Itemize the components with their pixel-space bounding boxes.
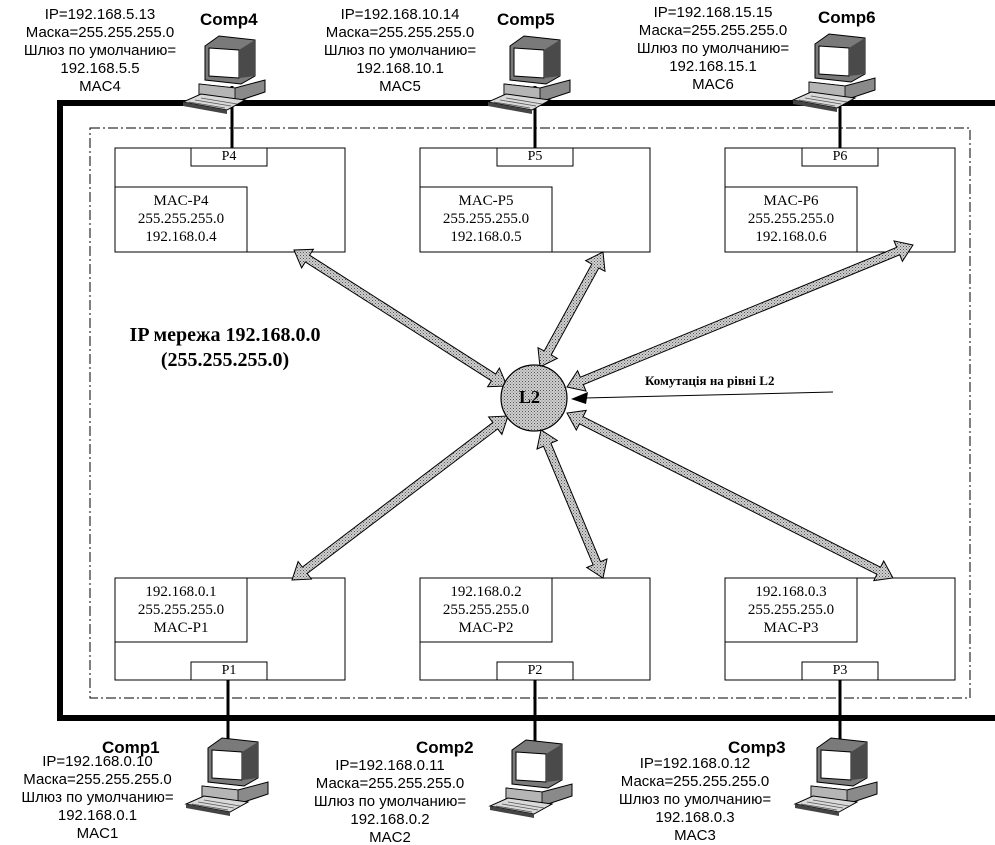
comp3-details: IP=192.168.0.12 Маска=255.255.255.0 Шлюз… <box>595 755 795 845</box>
comp-detail-line: IP=192.168.0.11 <box>335 757 445 774</box>
hub-label: L2 <box>519 387 541 407</box>
comp-detail-line: Шлюз по умолчанию= <box>618 791 772 808</box>
link-arrow-p6 <box>566 240 914 392</box>
comp-detail-line: MAC5 <box>379 78 421 95</box>
port-info-line: 192.168.0.2 <box>450 584 522 600</box>
comp1-details: IP=192.168.0.10 Маска=255.255.255.0 Шлюз… <box>0 753 195 843</box>
port-info-line: 255.255.255.0 <box>137 602 225 618</box>
comp3-name: Comp3 <box>728 738 786 757</box>
port-info-line: 255.255.255.0 <box>137 211 225 227</box>
link-arrow-p3 <box>566 409 894 582</box>
port-label-p5: P5 <box>527 149 543 164</box>
network-title: IP мережа 192.168.0.0 (255.255.255.0) <box>95 323 355 373</box>
comp2-name: Comp2 <box>416 738 474 757</box>
link-arrow-p2 <box>536 429 608 579</box>
port-info-line: MAC-P4 <box>153 193 209 209</box>
comp-detail-line: Шлюз по умолчанию= <box>21 789 174 806</box>
port-info-p1: 192.168.0.1 255.255.255.0 MAC-P1 <box>115 583 247 637</box>
comp-detail-line: IP=192.168.10.14 <box>340 6 460 23</box>
network-title-line2: (255.255.255.0) <box>160 349 290 371</box>
port-info-p4: MAC-P4 255.255.255.0 192.168.0.4 <box>115 192 247 246</box>
comp-detail-line: MAC2 <box>369 829 411 845</box>
comp-detail-line: Шлюз по умолчанию= <box>636 40 790 57</box>
comp-detail-line: Маска=255.255.255.0 <box>315 775 465 792</box>
port-info-line: 255.255.255.0 <box>442 211 530 227</box>
comp-detail-line: Шлюз по умолчанию= <box>323 42 477 59</box>
network-boundary <box>89 127 971 699</box>
port-label-p3: P3 <box>832 663 848 678</box>
comp-detail-line: IP=192.168.0.12 <box>639 755 751 772</box>
comp-detail-line: Маска=255.255.255.0 <box>325 24 475 41</box>
link-arrows <box>291 240 914 582</box>
port-label-p4: P4 <box>221 149 237 164</box>
comp-detail-line: 192.168.0.2 <box>350 811 430 828</box>
comp-detail-line: 192.168.0.3 <box>655 809 735 826</box>
comp-detail-line: IP=192.168.0.10 <box>42 753 153 770</box>
comp6-details: IP=192.168.15.15 Маска=255.255.255.0 Шлю… <box>613 4 813 94</box>
comp-detail-line: Маска=255.255.255.0 <box>638 22 788 39</box>
port-info-line: 192.168.0.4 <box>145 229 217 245</box>
port-label-p1: P1 <box>221 663 237 678</box>
port-info-p2: 192.168.0.2 255.255.255.0 MAC-P2 <box>420 583 552 637</box>
comp5-details: IP=192.168.10.14 Маска=255.255.255.0 Шлю… <box>300 6 500 96</box>
comp-detail-line: MAC1 <box>76 825 119 842</box>
network-title-line1: IP мережа 192.168.0.0 <box>129 324 321 346</box>
computer-icon-comp1 <box>185 737 269 817</box>
comp-detail-line: Шлюз по умолчанию= <box>313 793 467 810</box>
port-info-line: MAC-P6 <box>763 193 819 209</box>
comp-detail-line: IP=192.168.15.15 <box>653 4 773 21</box>
callout-line <box>584 391 834 399</box>
comp-detail-line: Маска=255.255.255.0 <box>23 771 172 788</box>
comp-detail-line: 192.168.10.1 <box>356 60 444 77</box>
comp-detail-line: Маска=255.255.255.0 <box>25 24 175 41</box>
comp-detail-line: 192.168.0.1 <box>57 807 138 824</box>
port-info-line: MAC-P1 <box>153 620 209 636</box>
comp4-details: IP=192.168.5.13 Маска=255.255.255.0 Шлюз… <box>0 6 200 96</box>
port-info-p3: 192.168.0.3 255.255.255.0 MAC-P3 <box>725 583 857 637</box>
comp-detail-line: IP=192.168.5.13 <box>44 6 156 23</box>
comp2-details: IP=192.168.0.11 Маска=255.255.255.0 Шлюз… <box>290 757 490 845</box>
link-arrow-p1 <box>291 415 509 581</box>
port-info-line: 192.168.0.5 <box>450 229 522 245</box>
hub-callout-text: Комутація на рівні L2 <box>645 373 775 388</box>
port-info-p5: MAC-P5 255.255.255.0 192.168.0.5 <box>420 192 552 246</box>
port-label-p2: P2 <box>527 663 543 678</box>
comp-detail-line: 192.168.15.1 <box>669 58 757 75</box>
comp-detail-line: Маска=255.255.255.0 <box>620 773 770 790</box>
comp6-name: Comp6 <box>818 8 876 27</box>
port-info-p6: MAC-P6 255.255.255.0 192.168.0.6 <box>725 192 857 246</box>
port-info-line: 192.168.0.6 <box>755 229 827 245</box>
port-info-line: MAC-P5 <box>458 193 514 209</box>
comp-detail-line: Шлюз по умолчанию= <box>23 42 177 59</box>
port-label-p6: P6 <box>832 149 848 164</box>
port-info-line: 255.255.255.0 <box>747 602 835 618</box>
comp-detail-line: 192.168.5.5 <box>60 60 140 77</box>
comp5-name: Comp5 <box>497 10 555 29</box>
comp-detail-line: MAC6 <box>692 76 734 93</box>
port-info-line: MAC-P2 <box>458 620 514 636</box>
comp1-name: Comp1 <box>102 738 160 757</box>
port-info-line: 255.255.255.0 <box>747 211 835 227</box>
computer-icon-comp3 <box>794 737 878 817</box>
comp-detail-line: MAC4 <box>79 78 121 95</box>
computer-icon-comp2 <box>489 739 573 819</box>
port-info-line: 192.168.0.1 <box>145 584 217 600</box>
comp-detail-line: MAC3 <box>674 827 716 844</box>
link-arrow-p5 <box>537 251 606 368</box>
port-info-line: MAC-P3 <box>763 620 819 636</box>
l2-hub <box>500 364 568 432</box>
port-info-line: 192.168.0.3 <box>755 584 827 600</box>
port-info-line: 255.255.255.0 <box>442 602 530 618</box>
callout-arrowhead <box>571 392 588 404</box>
comp4-name: Comp4 <box>200 10 258 29</box>
